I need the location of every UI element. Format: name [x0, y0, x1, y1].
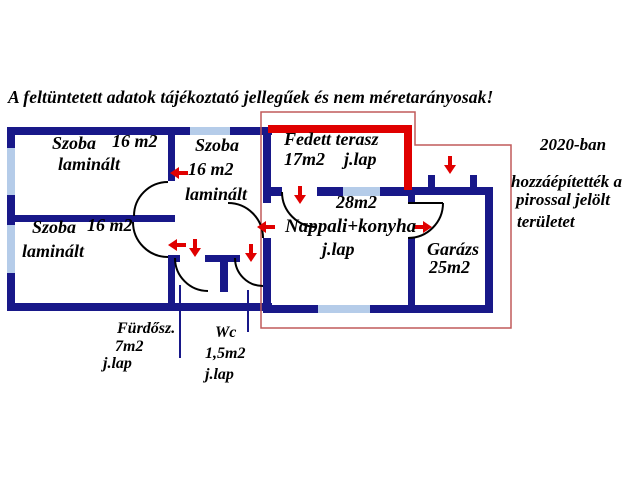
bathroom-floor: j.lap — [103, 355, 132, 372]
arrow-down-garage-gate-icon — [444, 156, 456, 174]
annotation-2020-line2: hozzáépítették a — [511, 172, 622, 191]
terrace-floor: j.lap — [344, 149, 377, 169]
wall-divider-left-rooms — [7, 215, 175, 222]
door-arc-bedroom-top-left — [133, 181, 169, 217]
wall-top — [7, 127, 272, 135]
wc-name: Wc — [215, 324, 237, 341]
wc-floor: j.lap — [205, 366, 234, 383]
wall-garage-left-lower — [408, 238, 415, 312]
bedroom-bottom-left-floor: laminált — [22, 241, 85, 261]
wall-inner-left-lower — [168, 257, 175, 307]
bedroom-middle-name: Szoba — [195, 135, 240, 155]
terrace-area: 17m2 — [284, 149, 326, 169]
arrow-down-wc-icon — [245, 244, 257, 262]
wall-inner-right-lower — [263, 238, 271, 307]
wc-area: 1,5m2 — [205, 345, 246, 362]
terrace-wall-right-red — [404, 125, 412, 190]
bedroom-top-left-name: Szoba — [52, 133, 97, 153]
wall-bath-wc-partition — [220, 262, 228, 292]
wall-garage-top — [408, 187, 493, 195]
wall-garage-gate-post-left — [428, 175, 435, 189]
window-bottom-living — [318, 305, 370, 313]
garage-name: Garázs — [427, 239, 480, 259]
arrow-down-bathroom-icon — [189, 239, 201, 257]
arrow-left-bedroom-middle-icon — [257, 221, 275, 233]
bathroom-area: 7m2 — [115, 338, 144, 355]
bedroom-top-left-floor: laminált — [58, 154, 121, 174]
annotation-2020-line4: területet — [517, 212, 575, 231]
arrow-right-garage-icon — [414, 221, 432, 233]
bedroom-middle-floor: laminált — [185, 184, 248, 204]
wall-living-top-left — [263, 187, 282, 196]
bedroom-top-left-area: 16 m2 — [112, 131, 158, 151]
wall-bottom-left — [7, 303, 272, 311]
door-arc-wc — [234, 257, 264, 287]
wall-bath-top-stub — [168, 255, 180, 262]
bedroom-middle-area: 16 m2 — [188, 159, 234, 179]
wall-garage-gate-post-right — [470, 175, 477, 189]
bedroom-bottom-left-name: Szoba — [32, 217, 77, 237]
window-left-lower — [7, 225, 15, 273]
terrace-name: Fedett terasz — [284, 129, 379, 149]
window-left-upper — [7, 148, 15, 195]
living-kitchen-area: 28m2 — [336, 192, 378, 212]
arrow-left-bedroom-bottom-left-icon — [168, 239, 186, 251]
annotation-2020-line1: 2020-ban — [540, 135, 607, 154]
annotation-2020-line3: pirossal jelölt — [516, 190, 610, 209]
window-top — [190, 127, 230, 135]
bathroom-name: Fürdősz. — [117, 320, 176, 337]
wall-garage-right — [485, 187, 493, 312]
door-arc-bedroom-middle-living — [227, 202, 264, 239]
wc-leader-line — [247, 290, 249, 332]
living-kitchen-floor: j.lap — [322, 239, 355, 259]
wall-inner-left-upper — [168, 127, 175, 181]
disclaimer-text: A feltüntetett adatok tájékoztató jelleg… — [8, 87, 494, 107]
wall-bath-top-mid — [205, 255, 240, 262]
garage-area: 25m2 — [429, 257, 471, 277]
door-arc-bedroom-bottom-left — [132, 221, 169, 258]
bedroom-bottom-left-area: 16 m2 — [87, 215, 133, 235]
bathroom-leader-line — [179, 285, 181, 358]
wall-bottom-right — [263, 305, 493, 313]
arrow-down-terrace-icon — [294, 186, 306, 204]
living-kitchen-name: Nappali+konyha — [285, 216, 417, 237]
